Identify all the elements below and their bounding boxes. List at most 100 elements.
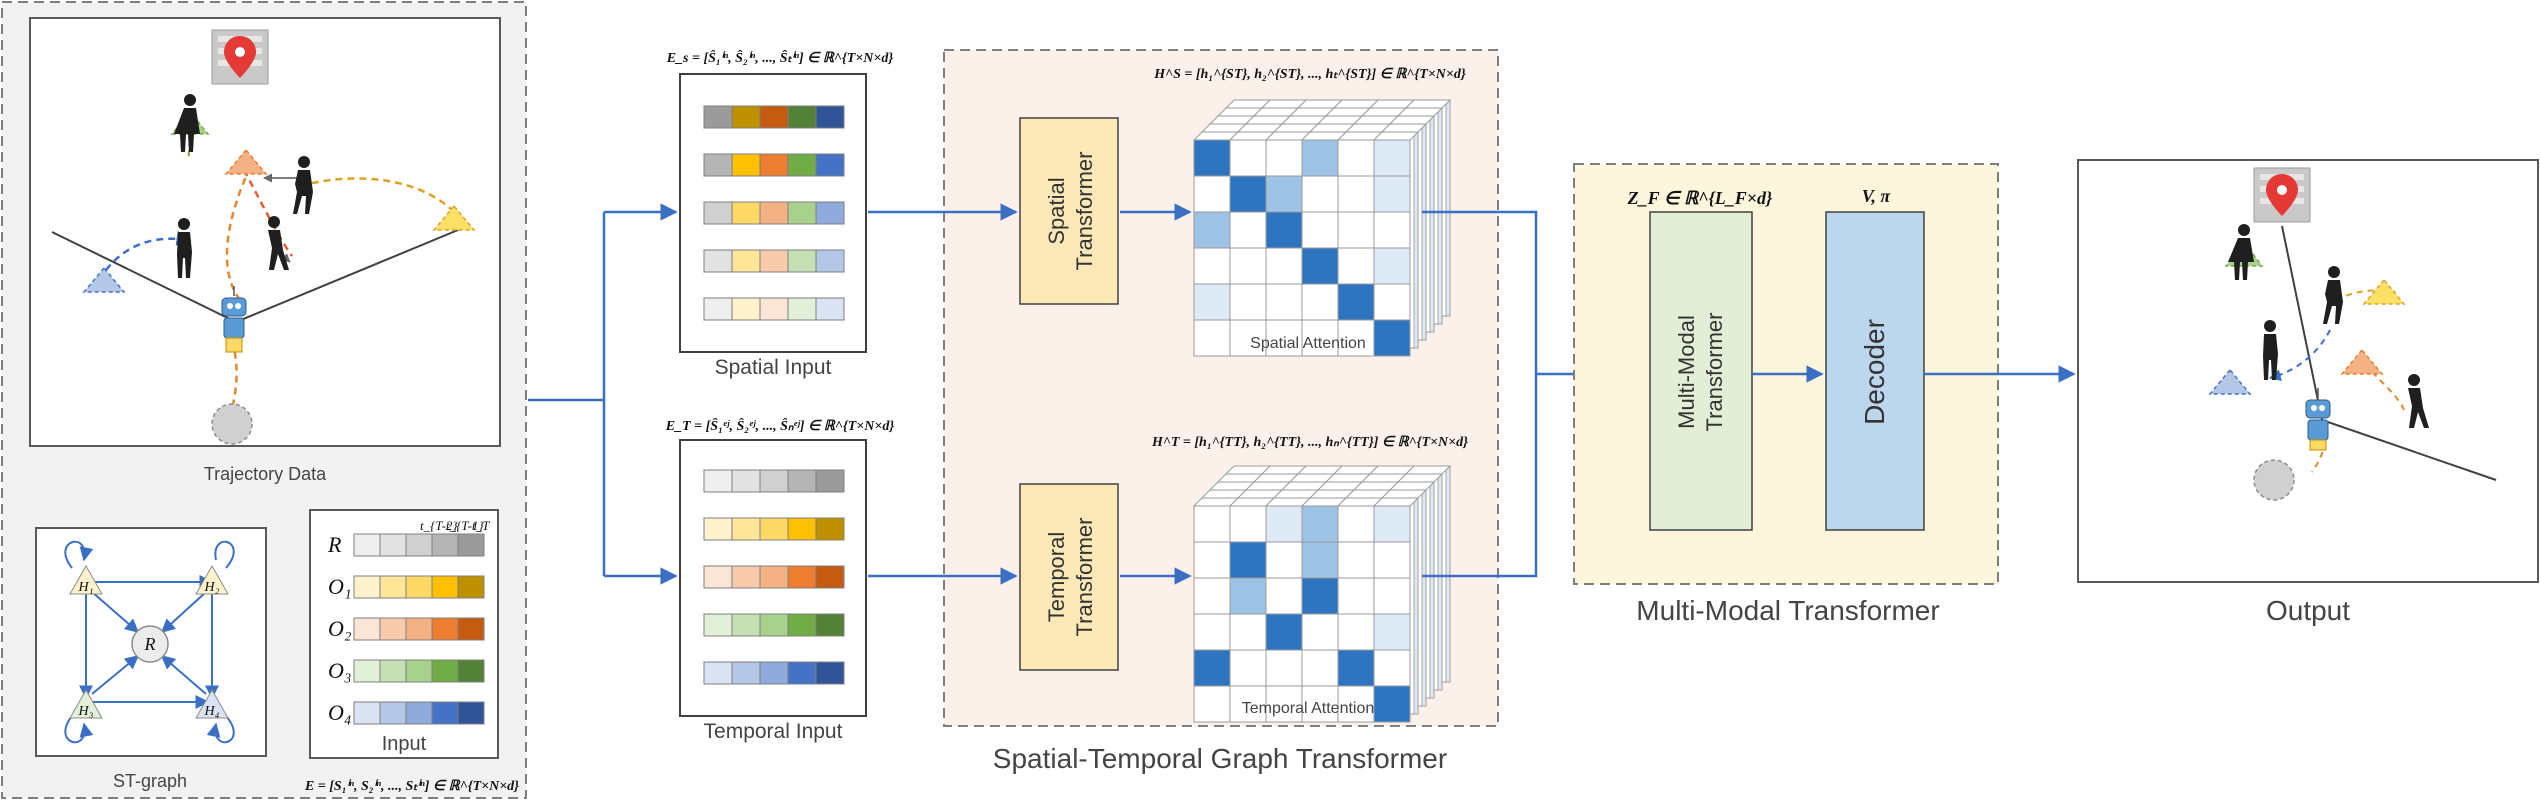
input-table-cell <box>353 617 381 641</box>
input-table-cell <box>405 659 433 683</box>
temporal-input-cell <box>787 661 817 685</box>
attention-cell <box>1373 613 1411 651</box>
spatial-input-cell <box>731 249 761 273</box>
attention-cell <box>1337 283 1375 321</box>
graph-node-h4 <box>195 688 229 719</box>
attention-cell <box>1193 211 1231 249</box>
trajectory-data-caption: Trajectory Data <box>204 464 327 484</box>
temporal-input-cell <box>759 469 789 493</box>
attention-layer-edge <box>1429 481 1435 699</box>
robot-past-position-icon <box>211 403 253 445</box>
temporal-input-cell <box>731 661 761 685</box>
input-table-cell <box>457 575 485 599</box>
attention-cell <box>1229 577 1267 615</box>
svg-text:Temporal: Temporal <box>1044 532 1069 622</box>
pedestrian-icon <box>2228 224 2254 280</box>
temporal-input-cell <box>731 565 761 589</box>
spatial-input-cell <box>703 249 733 273</box>
spatial-attention-cube <box>1192 99 1452 357</box>
pedestrian-icon <box>2263 320 2278 380</box>
attention-top-cell <box>1372 497 1420 507</box>
human-yellow-triangle-icon <box>432 204 476 231</box>
temporal-input-cell <box>703 517 733 541</box>
attention-cell <box>1265 613 1303 651</box>
attention-cell <box>1229 649 1267 687</box>
temporal-input-cell <box>703 565 733 589</box>
attention-cell <box>1265 139 1303 177</box>
spatial-input-cell <box>815 201 845 225</box>
temporal-input-cell <box>815 613 845 637</box>
attention-cell <box>1265 541 1303 579</box>
svg-text:H₂: H₂ <box>204 580 220 595</box>
attention-cell <box>1229 541 1267 579</box>
attention-cell <box>1373 649 1411 687</box>
pedestrian-icon <box>177 218 192 278</box>
temporal-input-box <box>679 439 867 717</box>
attention-cell <box>1301 613 1339 651</box>
spatial-attention-caption: Spatial Attention <box>1250 335 1366 352</box>
input-table-cell <box>379 701 407 725</box>
input-table-cell <box>379 533 407 557</box>
attention-layer-edge <box>1421 123 1427 341</box>
spatial-input-cell <box>731 201 761 225</box>
svg-text:R: R <box>144 634 156 654</box>
input-table-cell <box>353 701 381 725</box>
svg-text:Transformer: Transformer <box>1702 313 1727 432</box>
input-caption: Input <box>382 733 427 755</box>
attention-cell <box>1265 505 1303 543</box>
spatial-input-cell <box>703 201 733 225</box>
attention-cell <box>1229 175 1267 213</box>
svg-text:H₄: H₄ <box>204 704 220 719</box>
attention-cell <box>1337 175 1375 213</box>
attention-layer-edge <box>1421 489 1427 707</box>
temporal-input-caption: Temporal Input <box>704 720 843 743</box>
spatial-input-cell <box>787 297 817 321</box>
attention-cell <box>1193 577 1231 615</box>
attention-layer-edge <box>1429 115 1435 333</box>
attention-cell <box>1301 577 1339 615</box>
attention-cell <box>1265 283 1303 321</box>
attention-top-cell <box>1388 481 1436 491</box>
attention-top-cell <box>1396 107 1444 117</box>
attention-top-cell <box>1380 489 1428 499</box>
input-table-cell <box>353 533 381 557</box>
attention-top-cell <box>1396 473 1444 483</box>
svg-text:Multi-Modal: Multi-Modal <box>1674 315 1699 429</box>
input-table-cell <box>431 659 459 683</box>
temporal-input-cell <box>815 517 845 541</box>
spatial-input-cell <box>759 201 789 225</box>
input-table-cell <box>379 575 407 599</box>
attention-cell <box>1265 211 1303 249</box>
input-table-cell <box>405 617 433 641</box>
attention-cell <box>1193 139 1231 177</box>
attention-cell <box>1337 211 1375 249</box>
spatial-input-cell <box>703 105 733 129</box>
attention-cell <box>1301 541 1339 579</box>
svg-text:Spatial: Spatial <box>1044 177 1069 244</box>
spatial-input-cell <box>815 297 845 321</box>
spatial-input-cell <box>731 105 761 129</box>
temporal-input-cell <box>815 469 845 493</box>
output-scene <box>2077 159 2539 583</box>
attention-top-cell <box>1380 123 1428 133</box>
attention-cell <box>1193 685 1231 723</box>
attention-top-cell <box>1404 99 1452 109</box>
attention-cell <box>1373 139 1411 177</box>
input-row-label: O₃ <box>328 658 352 683</box>
attention-cell <box>1193 613 1231 651</box>
attention-cell <box>1229 247 1267 285</box>
attention-cell <box>1337 139 1375 177</box>
temporal-input-cell <box>703 613 733 637</box>
temporal-input-cell <box>759 565 789 589</box>
input-table-cell <box>457 701 485 725</box>
svg-text:Transformer: Transformer <box>1072 152 1097 271</box>
attention-cell <box>1373 685 1411 723</box>
attention-layer-edge <box>1437 107 1443 325</box>
attention-cell <box>1373 505 1411 543</box>
spatial-input-cell <box>759 153 789 177</box>
attention-cell <box>1229 211 1267 249</box>
attention-cell <box>1301 685 1339 723</box>
input-table-cell <box>431 533 459 557</box>
input-table-cell <box>405 575 433 599</box>
